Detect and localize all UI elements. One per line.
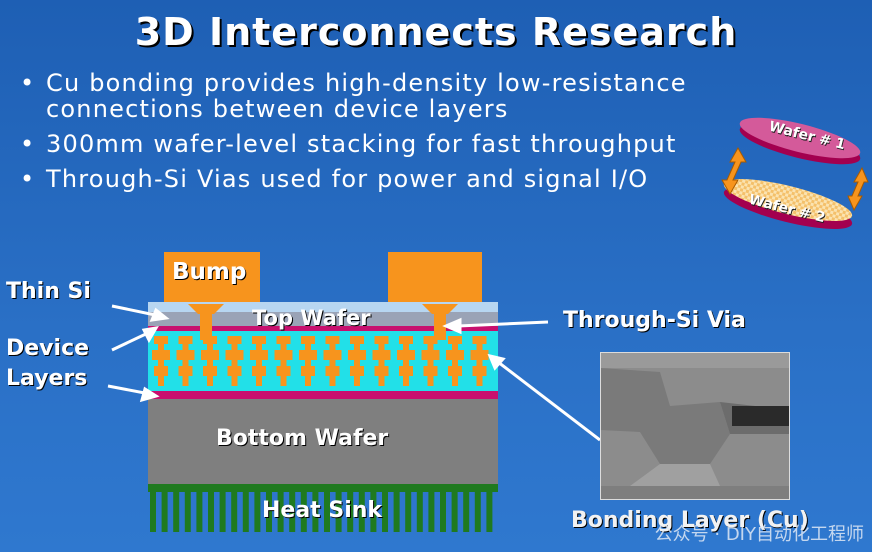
heat-sink-fin xyxy=(300,492,307,532)
thin-si-label: Thin Si xyxy=(6,279,91,304)
heat-sink-fin xyxy=(451,492,458,532)
top-wafer-label: Top Wafer xyxy=(252,306,371,330)
heat-sink-fin xyxy=(463,492,470,532)
cu-pillar xyxy=(470,336,489,386)
heat-sink-fin xyxy=(428,492,435,532)
heat-sink-fin xyxy=(161,492,168,532)
bullet-item: Cu bonding provides high-density low-res… xyxy=(20,70,740,122)
slide-title: 3D Interconnects Research xyxy=(134,10,738,54)
device-label: Device xyxy=(6,336,90,361)
cu-pillar xyxy=(250,336,268,386)
heat-sink-fin xyxy=(277,492,284,532)
wafer-1-disc xyxy=(739,117,861,165)
heat-sink-fin xyxy=(208,492,214,532)
cu-pillar xyxy=(446,336,464,386)
cu-pillar xyxy=(274,336,293,386)
thin-si-layer xyxy=(148,302,498,312)
heat-sink-fin xyxy=(231,492,238,532)
arrowhead-icon xyxy=(149,307,170,322)
bullet-list: Cu bonding provides high-density low-res… xyxy=(20,70,740,201)
bottom-wafer xyxy=(148,399,498,484)
through-si-via-left xyxy=(188,304,224,340)
cu-pillar xyxy=(372,336,391,386)
cu-pillar-row xyxy=(152,336,489,386)
bump-label: Bump xyxy=(172,259,247,285)
heat-sink-fin xyxy=(184,492,191,532)
heat-sink-fin xyxy=(324,492,330,532)
arrow-tsv xyxy=(457,320,549,328)
cu-pillar xyxy=(225,336,244,386)
heat-sink-fin xyxy=(440,492,446,532)
heat-sink-fin xyxy=(266,492,272,532)
magenta-stripe-top xyxy=(148,326,498,331)
arrowhead-icon xyxy=(139,386,160,403)
arrow-device xyxy=(111,330,151,352)
bonding-layer-micrograph xyxy=(600,352,790,500)
bump-left xyxy=(164,252,260,304)
heat-sink-fin xyxy=(254,492,261,532)
heat-sink-fin xyxy=(196,492,203,532)
heat-sink-fin xyxy=(370,492,377,532)
heat-sink-fin xyxy=(416,492,423,532)
arrowhead-icon xyxy=(141,325,159,344)
through-si-via-right xyxy=(422,304,458,340)
heat-sink-label: Heat Sink xyxy=(262,498,383,523)
heat-sink-fin xyxy=(486,492,493,532)
through-si-via-label: Through-Si Via xyxy=(563,308,746,333)
heat-sink-fin xyxy=(347,492,354,532)
heat-sink-fin xyxy=(335,492,342,532)
cu-pillar xyxy=(299,336,317,386)
heat-sink-fin xyxy=(173,492,180,532)
heat-sink-fin xyxy=(242,492,249,532)
cu-pillar xyxy=(397,336,415,386)
double-arrow-icon xyxy=(721,146,747,196)
heat-sink-fin xyxy=(393,492,400,532)
heat-sink-fin xyxy=(358,492,365,532)
heat-sink-fin xyxy=(219,492,226,532)
cu-pillar xyxy=(348,336,366,386)
heat-sink-fin xyxy=(474,492,481,532)
bottom-wafer-label: Bottom Wafer xyxy=(216,426,389,451)
cu-pillar xyxy=(152,336,170,386)
bump-right xyxy=(388,252,482,304)
heat-sink-fins xyxy=(150,492,493,532)
bullet-item: 300mm wafer-level stacking for fast thro… xyxy=(20,131,740,157)
wafer-stack-illustration xyxy=(721,117,869,229)
bullet-item: Through-Si Vias used for power and signa… xyxy=(20,166,740,192)
heat-sink-base xyxy=(148,484,498,492)
cu-pillar xyxy=(176,336,195,386)
heat-sink-fin xyxy=(289,492,296,532)
heat-sink-fin xyxy=(405,492,412,532)
heat-sink-fin xyxy=(382,492,388,532)
arrowhead-icon xyxy=(487,353,506,371)
arrowhead-icon xyxy=(442,317,462,335)
heat-sink-fin xyxy=(312,492,319,532)
layers-label: Layers xyxy=(6,366,88,391)
magenta-stripe-bottom xyxy=(148,391,498,399)
heat-sink-fin xyxy=(150,492,156,532)
wafer-2-disc xyxy=(723,179,853,229)
cross-section-diagram xyxy=(107,252,600,532)
watermark-text: 公众号 · DIY自动化工程师 xyxy=(654,524,864,545)
arrow-thin-si xyxy=(111,304,161,318)
bonding-layer-label: Bonding Layer (Cu) xyxy=(571,508,809,533)
double-arrow-icon xyxy=(847,166,869,212)
cu-pillar xyxy=(323,336,342,386)
arrow-bonding xyxy=(497,360,600,442)
cu-pillar xyxy=(421,336,440,386)
